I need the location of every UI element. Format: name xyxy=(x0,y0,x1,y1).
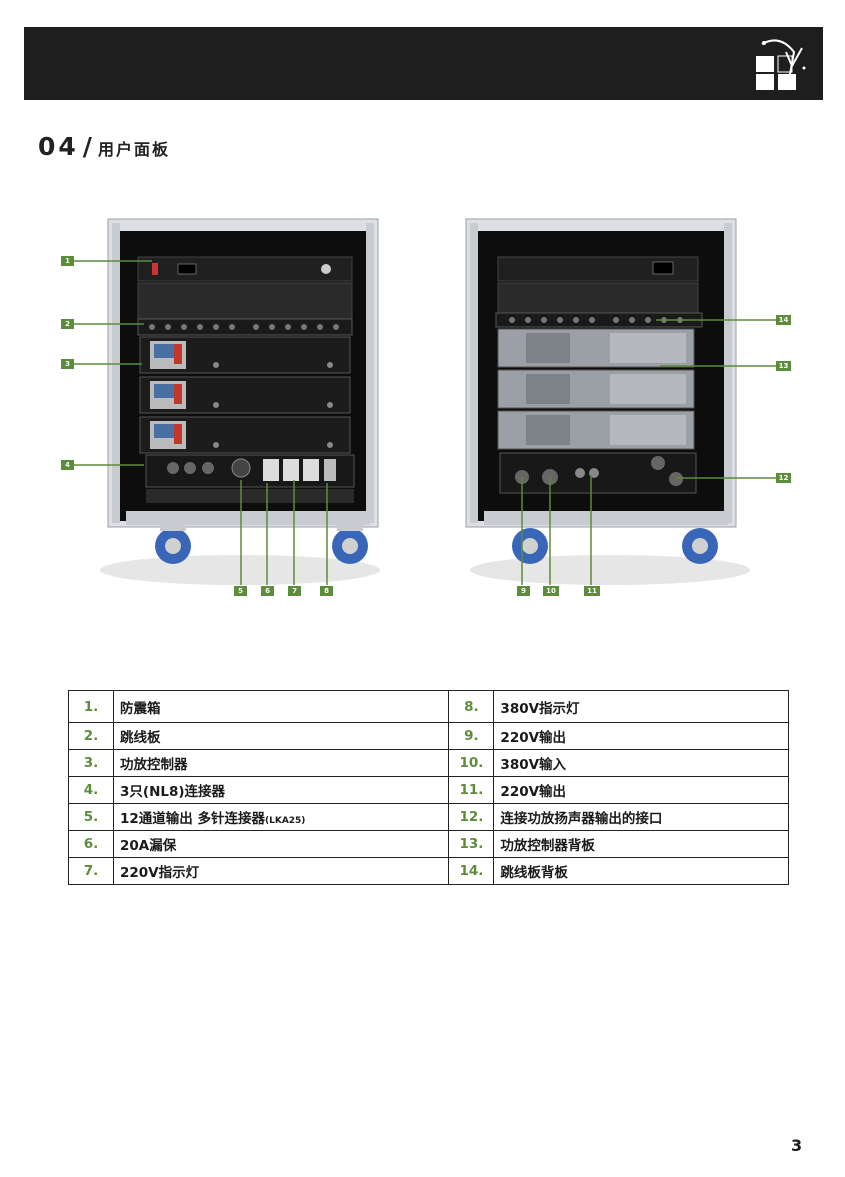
section-slash: / xyxy=(82,132,92,161)
legend-num: 14. xyxy=(448,857,495,885)
legend-num: 3. xyxy=(68,749,114,777)
callout-2: 2 xyxy=(61,319,74,329)
callout-3: 3 xyxy=(61,359,74,369)
legend-text: 220V输出 xyxy=(493,776,789,804)
legend-num: 10. xyxy=(448,749,495,777)
legend-text: 跳线板 xyxy=(112,722,450,750)
callout-13: 13 xyxy=(776,361,791,371)
callout-1: 1 xyxy=(61,256,74,266)
section-title: 用户面板 xyxy=(97,140,170,159)
legend-num: 12. xyxy=(448,803,495,831)
legend-num: 1. xyxy=(68,690,114,723)
legend-text: 380V指示灯 xyxy=(493,690,789,723)
legend-text: 20A漏保 xyxy=(112,830,450,858)
legend-text: 连接功放扬声器输出的接口 xyxy=(493,803,789,831)
table-row: 2. 跳线板 9. 220V输出 xyxy=(68,722,789,750)
legend-num: 5. xyxy=(68,803,114,831)
callout-9: 9 xyxy=(517,586,530,596)
table-row: 1. 防震箱 8. 380V指示灯 xyxy=(68,690,789,723)
callout-6: 6 xyxy=(261,586,274,596)
legend-table: 1. 防震箱 8. 380V指示灯 2. 跳线板 9. 220V输出 3. 功放… xyxy=(68,690,789,885)
header-bar xyxy=(24,27,823,100)
legend-text: 380V输入 xyxy=(493,749,789,777)
rack-rear-image xyxy=(465,218,776,585)
legend-text: 12通道输出 多针连接器 xyxy=(120,811,265,827)
legend-text: 3只(NL8)连接器 xyxy=(112,776,450,804)
callout-8: 8 xyxy=(320,586,333,596)
legend-num: 13. xyxy=(448,830,495,858)
legend-text: 功放控制器背板 xyxy=(493,830,789,858)
table-row: 4. 3只(NL8)连接器 11. 220V输出 xyxy=(68,776,789,804)
callout-4: 4 xyxy=(61,460,74,470)
legend-num: 8. xyxy=(448,690,495,723)
legend-text: 跳线板背板 xyxy=(493,857,789,885)
brand-logo-icon xyxy=(756,39,806,90)
legend-text: 防震箱 xyxy=(112,690,450,723)
table-row: 7. 220V指示灯 14. 跳线板背板 xyxy=(68,857,789,885)
legend-text: 功放控制器 xyxy=(112,749,450,777)
callout-12: 12 xyxy=(776,473,791,483)
callout-7: 7 xyxy=(288,586,301,596)
table-row: 3. 功放控制器 10. 380V输入 xyxy=(68,749,789,777)
callout-11: 11 xyxy=(584,586,600,596)
callout-10: 10 xyxy=(543,586,559,596)
legend-num: 6. xyxy=(68,830,114,858)
legend-num: 7. xyxy=(68,857,114,885)
section-heading: 04 / 用户面板 xyxy=(38,132,170,162)
legend-text-suffix: (LKA25) xyxy=(265,816,306,826)
table-row: 6. 20A漏保 13. 功放控制器背板 xyxy=(68,830,789,858)
callout-14: 14 xyxy=(776,315,791,325)
rack-front-image xyxy=(74,218,380,585)
legend-num: 11. xyxy=(448,776,495,804)
legend-text: 220V输出 xyxy=(493,722,789,750)
section-number: 04 xyxy=(38,132,79,161)
page-number: 3 xyxy=(791,1136,803,1155)
legend-text: 220V指示灯 xyxy=(112,857,450,885)
callout-5: 5 xyxy=(234,586,247,596)
table-row: 5. 12通道输出 多针连接器(LKA25) 12. 连接功放扬声器输出的接口 xyxy=(68,803,789,831)
legend-num: 4. xyxy=(68,776,114,804)
legend-text-cell: 12通道输出 多针连接器(LKA25) xyxy=(112,803,450,831)
legend-num: 2. xyxy=(68,722,114,750)
legend-num: 9. xyxy=(448,722,495,750)
